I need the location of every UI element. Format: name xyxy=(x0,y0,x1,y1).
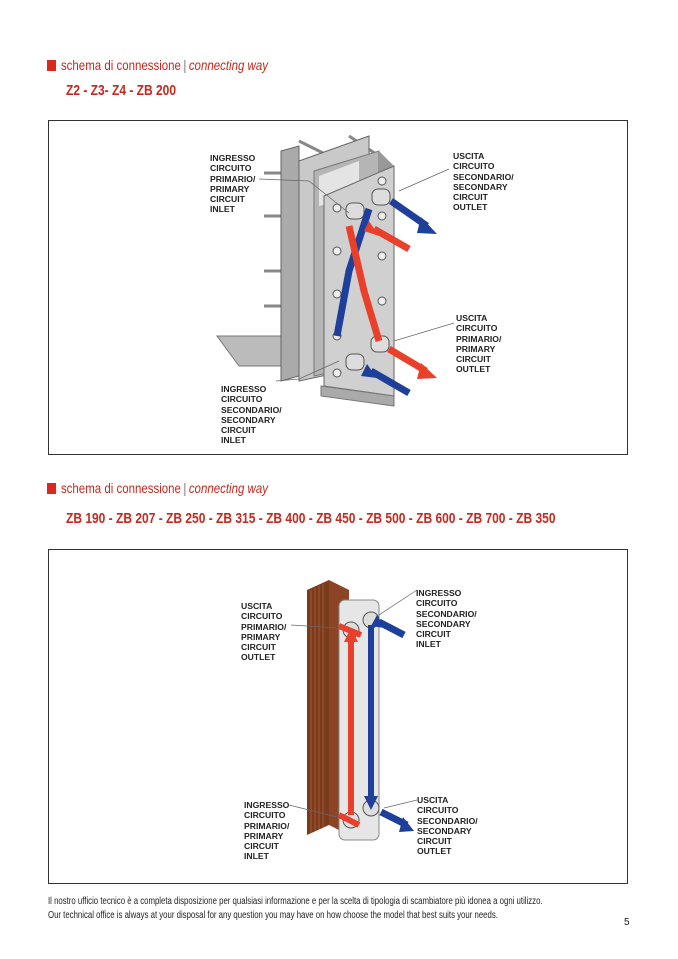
brazed-exchanger-illustration xyxy=(288,580,418,841)
footer-note-italian: Il nostro ufficio tecnico è a completa d… xyxy=(48,896,543,907)
bullet-square xyxy=(47,483,57,494)
page-number: 5 xyxy=(624,917,630,928)
heading-italian: schema di connessione xyxy=(60,57,181,73)
heading-english: connecting way xyxy=(188,480,268,496)
divider: | xyxy=(183,57,187,73)
section-heading: schema di connessione|connecting way xyxy=(47,57,268,73)
bullet-square xyxy=(47,60,57,71)
model-list: ZB 190 - ZB 207 - ZB 250 - ZB 315 - ZB 4… xyxy=(66,510,556,527)
plate-exchanger-illustration xyxy=(216,134,455,407)
model-list: Z2 - Z3- Z4 - ZB 200 xyxy=(66,82,177,99)
heading-italian: schema di connessione xyxy=(60,480,181,496)
section-heading: schema di connessione|connecting way xyxy=(47,480,268,496)
heading-english: connecting way xyxy=(188,57,268,73)
divider: | xyxy=(183,480,187,496)
footer-note-english: Our technical office is always at your d… xyxy=(48,910,498,921)
